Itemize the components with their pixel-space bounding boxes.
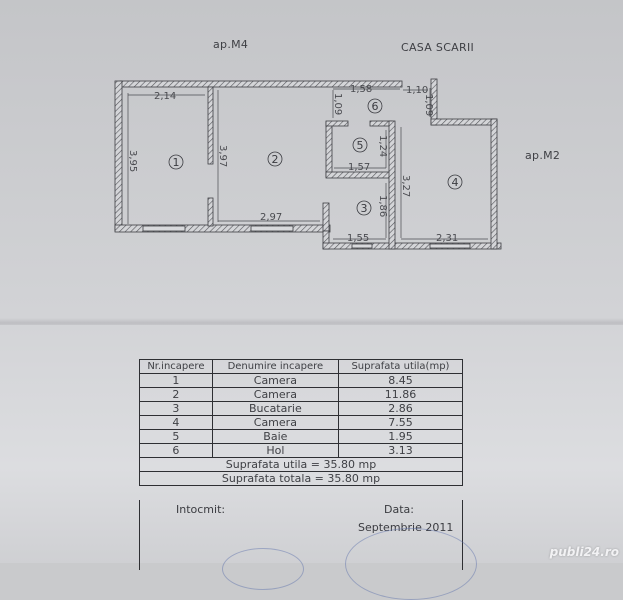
dim-bath-height: 1,24 [377, 135, 388, 157]
total-area-total: Suprafata totala = 35.80 mp [139, 471, 463, 486]
dim-room4-height: 3,27 [400, 175, 411, 197]
cell-area: 7.55 [337, 415, 464, 430]
dim-kitchen-height: 1,86 [377, 195, 388, 217]
cell-area: 11.86 [337, 387, 464, 402]
room-2-number: 2 [272, 153, 279, 166]
dim-kitchen-width: 1,55 [347, 233, 369, 244]
cell-area: 2.86 [337, 401, 464, 416]
walls [114, 78, 502, 250]
room-6-number: 6 [372, 100, 379, 113]
cell-room-no: 3 [139, 401, 213, 416]
dim-hall-height: 1,09 [332, 93, 343, 115]
dim-room2-height: 3,97 [217, 145, 228, 167]
cell-room-no: 2 [139, 387, 213, 402]
dim-room1-height: 3,95 [127, 150, 138, 172]
dimension-lines [127, 88, 488, 240]
table-row: 5 Baie 1.95 [139, 429, 464, 444]
cell-room-no: 6 [139, 443, 213, 458]
room-1-marker [168, 154, 184, 170]
stairwell-label: CASA SCARII [401, 41, 475, 54]
room-3-number: 3 [361, 202, 368, 215]
cell-area: 3.13 [337, 443, 464, 458]
cell-room-no: 1 [139, 373, 213, 388]
dim-hall-width: 1,58 [350, 84, 372, 95]
dim-room2-width: 2,97 [260, 212, 282, 223]
dim-bath-width: 1,57 [348, 162, 370, 173]
room-3-marker [356, 200, 372, 216]
header-usable-area: Suprafata utila(mp) [337, 359, 464, 374]
room-5-number: 5 [357, 139, 364, 152]
table-row: 6 Hol 3.13 [139, 443, 464, 458]
usable-area-total: Suprafata utila = 35.80 mp [139, 457, 463, 472]
room-numbers [168, 98, 463, 216]
cell-room-name: Camera [211, 387, 339, 402]
dim-room1-width: 2,14 [154, 91, 176, 102]
room-1-number: 1 [173, 156, 180, 169]
room-2-marker [267, 151, 283, 167]
cell-room-name: Camera [211, 373, 339, 388]
room-4-marker [447, 174, 463, 190]
prepared-by-label: Intocmit: [176, 503, 226, 516]
watermark: publi24.ro [549, 545, 619, 559]
table-row: 1 Camera 8.45 [139, 373, 464, 388]
cell-room-no: 5 [139, 429, 213, 444]
cell-room-name: Hol [211, 443, 339, 458]
total-area-row: Suprafata totala = 35.80 mp [139, 471, 463, 486]
room-6-marker [367, 98, 383, 114]
paper-fold [0, 318, 623, 328]
stamp-left [222, 548, 304, 590]
dim-hall-right-height: 1,09 [423, 94, 434, 116]
table-header-row: Nr.incapere Denumire incapere Suprafata … [139, 359, 464, 374]
dim-hall-right-width: 1,10 [406, 85, 428, 96]
header-room-name: Denumire incapere [211, 359, 339, 374]
header-room-no: Nr.incapere [139, 359, 213, 374]
cell-room-no: 4 [139, 415, 213, 430]
cell-area: 1.95 [337, 429, 464, 444]
neighbor-label-m2: ap.M2 [525, 149, 561, 162]
dim-room4-width: 2,31 [436, 233, 458, 244]
room-5-marker [352, 137, 368, 153]
cell-room-name: Camera [211, 415, 339, 430]
floor-plan: 2,14 3,95 3,97 2,97 1,58 1,10 1,09 1,09 … [114, 78, 502, 250]
date-label: Data: [384, 503, 414, 516]
room-4-number: 4 [452, 176, 459, 189]
usable-area-row: Suprafata utila = 35.80 mp [139, 457, 463, 472]
cell-area: 8.45 [337, 373, 464, 388]
table-row: 3 Bucatarie 2.86 [139, 401, 464, 416]
stamp-right [345, 528, 477, 600]
table-row: 2 Camera 11.86 [139, 387, 464, 402]
dimension-labels: 2,14 3,95 3,97 2,97 1,58 1,10 1,09 1,09 … [127, 84, 458, 244]
cell-room-name: Bucatarie [211, 401, 339, 416]
neighbor-label-m4: ap.M4 [213, 38, 249, 51]
area-table: Nr.incapere Denumire incapere Suprafata … [139, 359, 464, 486]
cell-room-name: Baie [211, 429, 339, 444]
table-row: 4 Camera 7.55 [139, 415, 464, 430]
